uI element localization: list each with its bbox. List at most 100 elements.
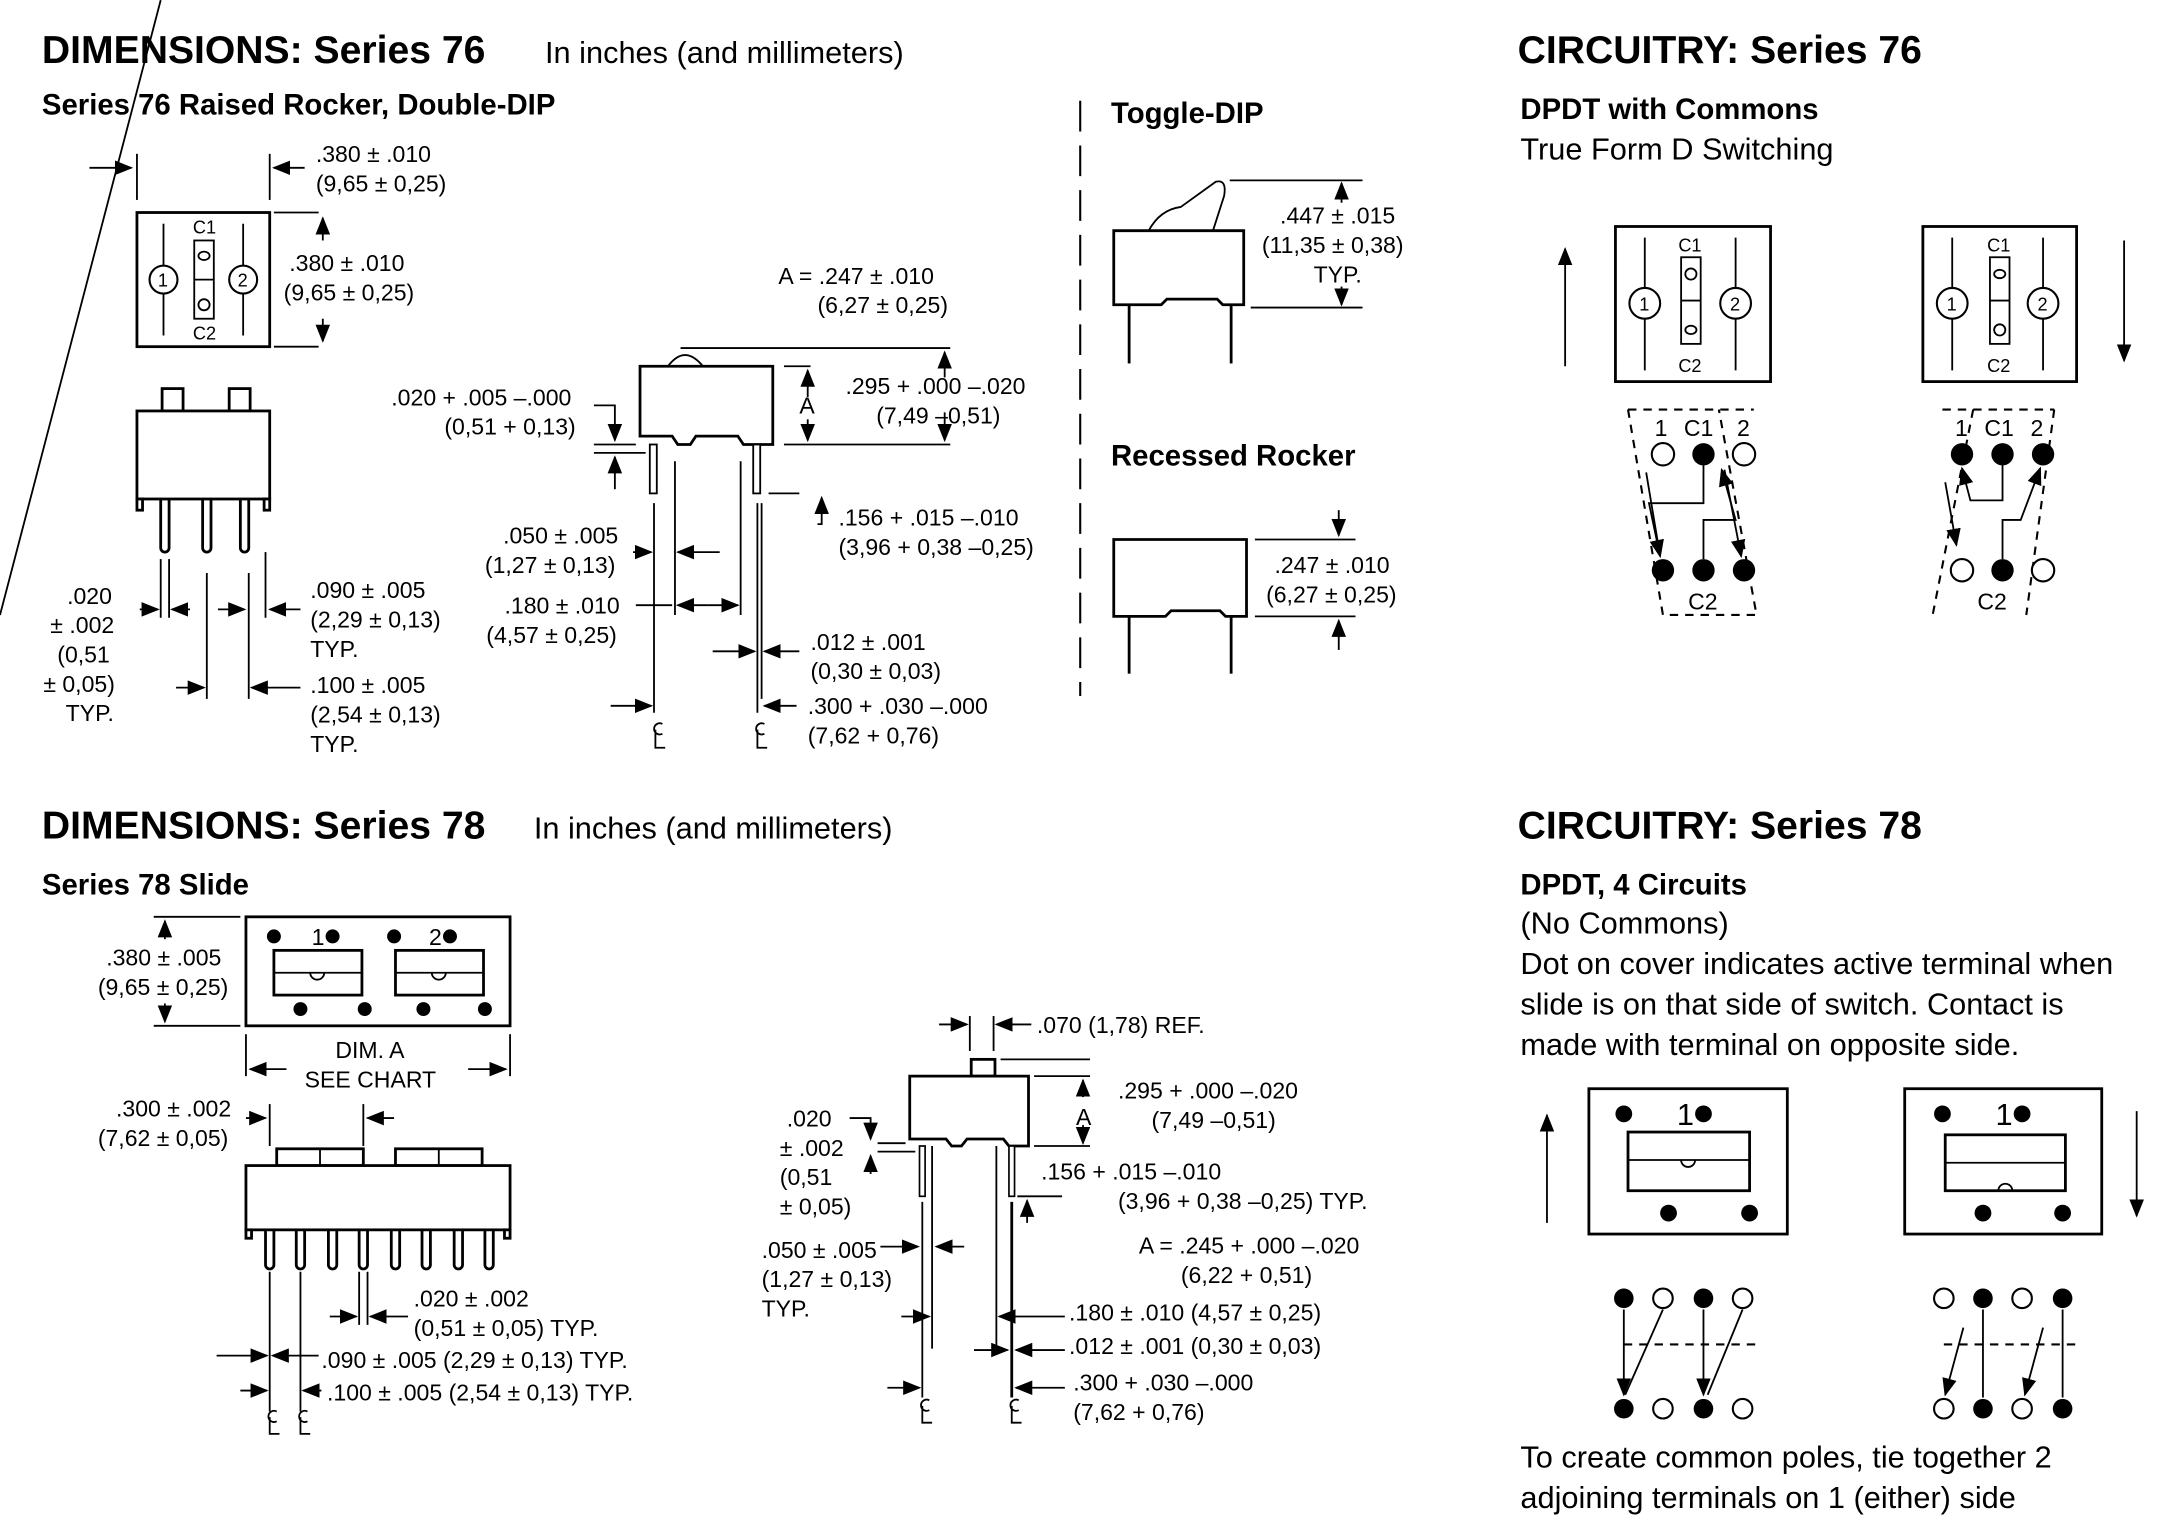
dim-text: (0,51 + 0,13) — [444, 414, 575, 440]
footer-line: To create common poles, tie together 2 — [1520, 1439, 2051, 1474]
s76-units: In inches (and millimeters) — [545, 35, 904, 70]
dim-text: (7,62 + 0,76) — [808, 723, 939, 749]
s78-title: DIMENSIONS: Series 78 — [42, 805, 485, 848]
dim-text: .295 + .000 –.020 — [845, 373, 1025, 399]
dim-text: TYP. — [762, 1295, 810, 1321]
dim-text: .100 ± .005 (2,54 ± 0,13) TYP. — [327, 1379, 633, 1405]
dim-text: .300 ± .002 — [116, 1096, 231, 1122]
dim-text: (7,62 ± 0,05) — [98, 1125, 229, 1151]
dim-text: (3,96 + 0,38 –0,25) — [838, 534, 1033, 560]
s76-dimensions: DIMENSIONS: Series 76 In inches (and mil… — [0, 0, 1082, 757]
dim-text: A = .247 ± .010 — [778, 263, 934, 289]
terminal-label: 2 — [429, 924, 442, 950]
c2-label: C2 — [1987, 356, 2010, 376]
schematic-label: 2 — [1737, 415, 1750, 441]
toggle-dip-view: Toggle-DIP .447 ± .015 (11,35 ± 0,38) TY… — [1111, 97, 1404, 364]
dim-text: TYP. — [310, 636, 358, 662]
dim-text: A — [799, 393, 815, 419]
dim-text: (0,51 — [57, 641, 110, 667]
dim-text: .012 ± .001 — [811, 629, 926, 655]
terminal-label: 2 — [2037, 294, 2047, 314]
dim-text: .156 + .015 –.010 — [1041, 1159, 1221, 1185]
dim-text: .020 — [787, 1105, 832, 1131]
terminal-label: 2 — [1730, 294, 1740, 314]
dim-text: .180 ± .010 (4,57 ± 0,25) — [1069, 1300, 1321, 1326]
footer-line: adjoining terminals on 1 (either) side — [1520, 1480, 2015, 1515]
switch-position-down: 1 2 C1 C2 — [1921, 225, 2078, 384]
dim-text: (9,65 ± 0,25) — [284, 280, 415, 306]
dim-text: .012 ± .001 (0,30 ± 0,03) — [1069, 1333, 1321, 1359]
terminal-2-label: 2 — [238, 271, 248, 291]
dim-text: .380 ± .010 — [289, 250, 404, 276]
s76-circuitry-title: CIRCUITRY: Series 76 — [1518, 29, 1922, 72]
dim-text: TYP. — [310, 731, 358, 757]
dim-text: .247 ± .010 — [1274, 552, 1389, 578]
schematic-label: 1 — [1955, 415, 1968, 441]
dim-text: ± 0,05) — [43, 671, 115, 697]
recessed-title: Recessed Rocker — [1111, 439, 1356, 472]
s76-top-view: 1 2 C1 C2 .380 ± .010 (9,65 ± 0,25) .380… — [89, 141, 446, 349]
dim-text: .295 + .000 –.020 — [1118, 1077, 1298, 1103]
dim-text: .090 ± .005 — [310, 577, 425, 603]
dim-text: (11,35 ± 0,38) — [1262, 232, 1404, 258]
s78-circuitry-subtitle: DPDT, 4 Circuits — [1520, 868, 1747, 901]
desc-line: (No Commons) — [1520, 906, 1728, 941]
dim-text: (6,27 ± 0,25) — [818, 292, 949, 318]
terminal-label: 1 — [1639, 294, 1649, 314]
dim-text: (7,62 + 0,76) — [1073, 1399, 1204, 1425]
schematic-down: 1 C1 2 C2 — [1931, 408, 2056, 616]
schematic-label: C2 — [1688, 588, 1717, 614]
s78-side-view: .070 (1,78) REF. .020 ± .002 (0,51 ± 0,0… — [762, 1012, 1368, 1425]
dim-text: .070 (1,78) REF. — [1037, 1012, 1205, 1038]
s76-circuitry-desc: True Form D Switching — [1520, 131, 1833, 166]
dim-text: (6,22 + 0,51) — [1181, 1262, 1312, 1288]
c1-label: C1 — [1987, 236, 2010, 256]
switch-position-up: 1 2 C1 C2 — [1614, 225, 1772, 384]
dim-text: TYP. — [66, 700, 114, 726]
dim-text: .100 ± .005 — [310, 672, 425, 698]
dim-text: .180 ± .010 — [504, 593, 619, 619]
recessed-rocker-view: Recessed Rocker .247 ± .010 (6,27 ± 0,25… — [1111, 439, 1397, 674]
dim-text: (6,27 ± 0,25) — [1266, 581, 1397, 607]
schematic-up — [1614, 1287, 1758, 1420]
terminal-label: 1 — [1947, 294, 1957, 314]
slide-position-down: 1 — [1903, 1087, 2104, 1236]
schematic-label: 2 — [2030, 415, 2043, 441]
s78-top-view: 1 2 .380 ± .005 (9,65 ± 0,25) DIM. A SEE… — [98, 915, 512, 1092]
s76-circuitry-subtitle: DPDT with Commons — [1520, 93, 1818, 126]
dim-text: SEE CHART — [305, 1066, 436, 1092]
dim-text: .090 ± .005 (2,29 ± 0,13) TYP. — [321, 1347, 627, 1373]
s76-front-view: .020 ± .002 (0,51 ± 0,05) TYP. .090 ± .0… — [0, 0, 441, 757]
s78-units: In inches (and millimeters) — [534, 811, 893, 846]
dim-text: (7,49 –0,51) — [876, 403, 1000, 429]
dim-text: (0,51 — [780, 1164, 833, 1190]
dim-text: .020 + .005 –.000 — [391, 384, 571, 410]
c1-label: C1 — [193, 217, 216, 237]
dim-text: A — [1076, 1104, 1092, 1130]
schematic-label: C2 — [1977, 588, 2006, 614]
dim-text: DIM. A — [335, 1037, 405, 1063]
terminal-1-label: 1 — [158, 271, 168, 291]
dim-text: (1,27 ± 0,13) — [485, 552, 616, 578]
c1-label: C1 — [1678, 236, 1701, 256]
dim-text: (2,29 ± 0,13) — [310, 607, 441, 633]
c2-label: C2 — [193, 324, 216, 344]
terminal-label: 1 — [312, 924, 325, 950]
c2-label: C2 — [1678, 356, 1701, 376]
dim-text: .300 + .030 –.000 — [808, 693, 988, 719]
dim-text: .020 ± .002 — [414, 1286, 529, 1312]
schematic-up: 1 C1 2 C2 — [1626, 408, 1758, 617]
desc-line: Dot on cover indicates active terminal w… — [1520, 946, 2113, 981]
s76-side-view: A = .247 ± .010 (6,27 ± 0,25) .020 + .00… — [391, 263, 1034, 749]
dim-text: .050 ± .005 — [503, 523, 618, 549]
schematic-down — [1933, 1287, 2077, 1420]
s78-subtitle: Series 78 Slide — [42, 868, 249, 901]
dim-text: .380 ± .010 — [316, 141, 431, 167]
dim-text: (7,49 –0,51) — [1151, 1107, 1275, 1133]
dim-text: A = .245 + .000 –.020 — [1139, 1233, 1359, 1259]
desc-line: made with terminal on opposite side. — [1520, 1027, 2019, 1062]
dim-text: ± .002 — [50, 612, 114, 638]
dim-text: (4,57 ± 0,25) — [486, 622, 617, 648]
dim-text: .447 ± .015 — [1280, 203, 1395, 229]
